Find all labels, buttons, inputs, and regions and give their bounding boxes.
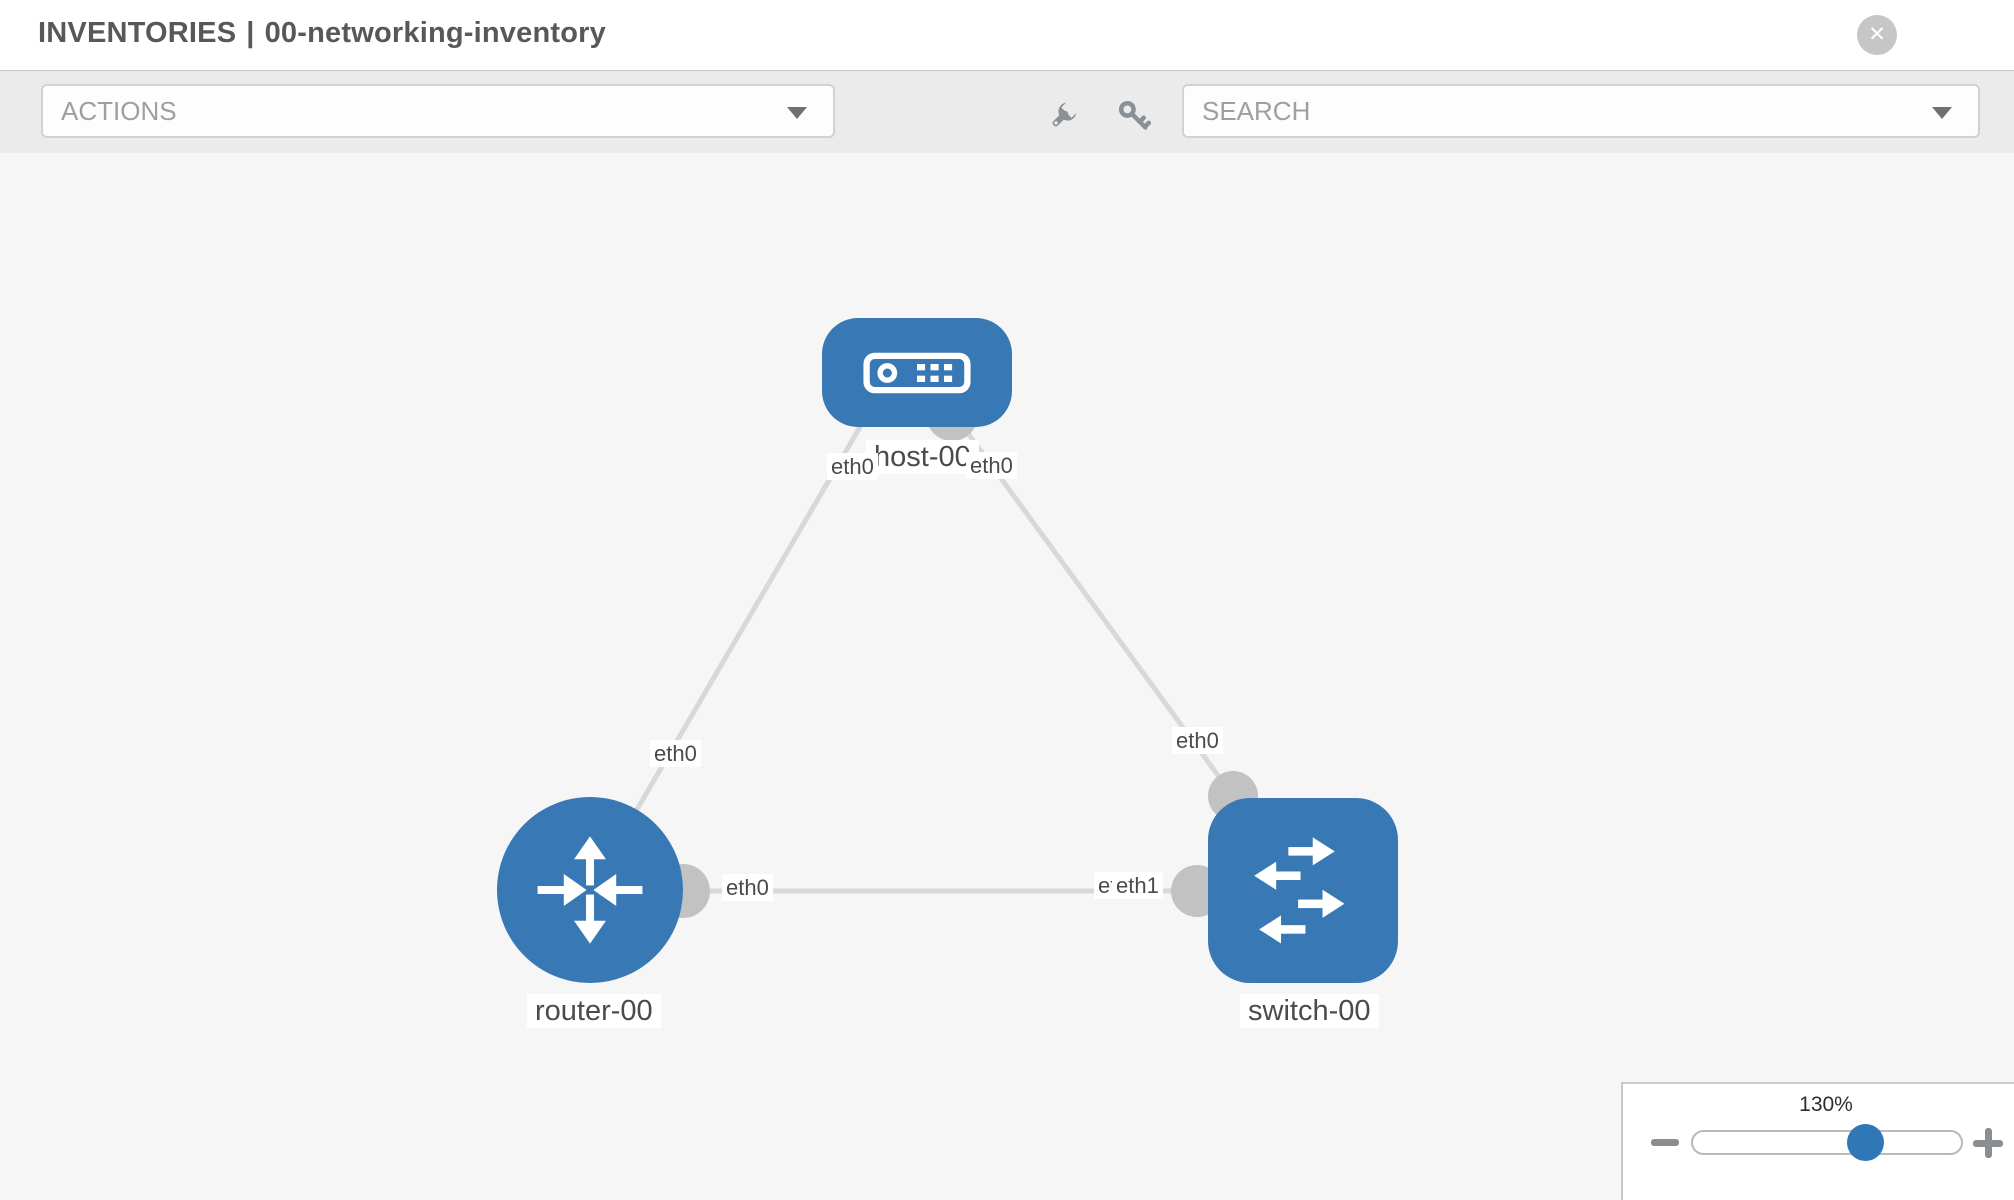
zoom-slider-thumb[interactable] <box>1847 1124 1884 1161</box>
router-icon <box>537 836 643 944</box>
interface-label-router-uplink: eth0 <box>650 740 701 768</box>
actions-dropdown-label: ACTIONS <box>61 96 177 126</box>
node-label-router: router-00 <box>527 994 661 1029</box>
zoom-in-button[interactable] <box>1973 1128 2003 1158</box>
interface-label-router-east: eth0 <box>722 874 773 902</box>
configure-button[interactable] <box>1046 97 1082 133</box>
chevron-down-icon <box>1932 107 1952 119</box>
close-icon: ✕ <box>1868 23 1886 46</box>
host-icon <box>863 352 971 393</box>
wrench-icon <box>1052 102 1077 127</box>
switch-icon <box>1254 836 1345 943</box>
interface-label-switch-uplink: eth0 <box>1172 727 1223 755</box>
credentials-button[interactable] <box>1115 97 1151 133</box>
link-host-router <box>587 401 877 892</box>
interface-label-host-left: eth0 <box>827 453 878 481</box>
chevron-down-icon <box>787 107 807 119</box>
search-dropdown[interactable]: SEARCH <box>1182 84 1980 138</box>
close-button[interactable]: ✕ <box>1857 15 1897 55</box>
breadcrumb-section: INVENTORIES <box>38 17 237 49</box>
inventory-name: 00-networking-inventory <box>264 17 606 49</box>
topology-canvas[interactable]: host-00 router-00 switch-00 eth0 eth0 et… <box>0 153 2014 1200</box>
toolbar: ACTIONS <box>0 71 2014 154</box>
search-dropdown-label: SEARCH <box>1202 96 1311 126</box>
page-title: INVENTORIES | 00-networking-inventory <box>38 17 606 50</box>
header: INVENTORIES | 00-networking-inventory ✕ <box>0 0 2014 71</box>
node-host-00[interactable] <box>822 318 1012 427</box>
plus-icon <box>1985 1128 1992 1158</box>
breadcrumb-separator: | <box>246 17 255 49</box>
zoom-level: 130% <box>1799 1093 1853 1116</box>
zoom-panel: 130% <box>1621 1082 2014 1200</box>
actions-dropdown[interactable]: ACTIONS <box>41 84 835 138</box>
key-icon <box>1118 100 1151 130</box>
node-switch-00[interactable] <box>1208 798 1398 983</box>
node-router-00[interactable] <box>497 797 683 983</box>
zoom-slider[interactable] <box>1691 1130 1963 1155</box>
interface-label-switch-west: eth1 <box>1112 872 1163 900</box>
zoom-out-button[interactable] <box>1651 1139 1679 1146</box>
links-layer <box>587 389 1306 918</box>
interface-label-host-right: eth0 <box>966 452 1017 480</box>
node-label-switch: switch-00 <box>1240 994 1379 1029</box>
node-label-host: host-00 <box>866 440 979 475</box>
